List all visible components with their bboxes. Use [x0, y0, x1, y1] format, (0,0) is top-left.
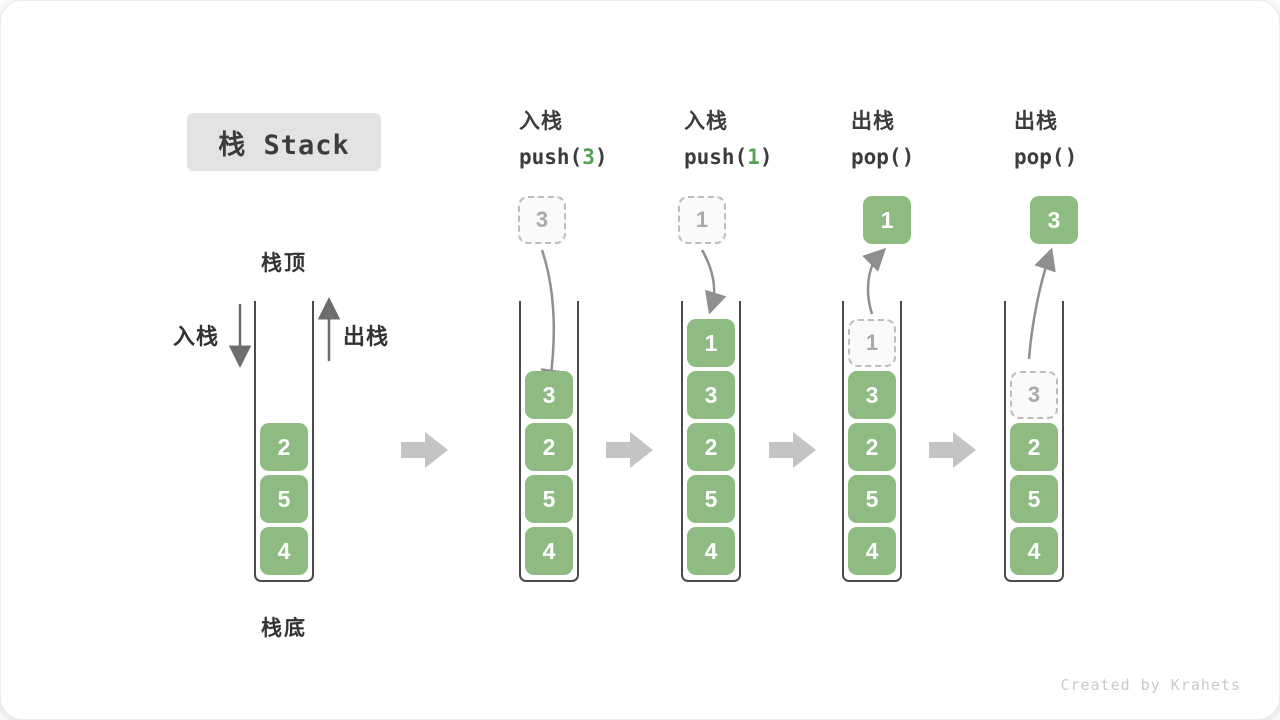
- floating-value-push3: 3: [518, 196, 566, 244]
- stage-header-label: 出栈: [1014, 110, 1058, 133]
- push-arg: 3: [582, 145, 595, 169]
- stage-header-label: 入栈: [519, 110, 563, 133]
- stage-transition-arrow-icon: [606, 432, 653, 468]
- stage-header-code: push(1): [684, 145, 773, 169]
- push1-curved-arrow-icon: [700, 249, 727, 315]
- stack-top-label: 栈顶: [261, 252, 307, 275]
- stage-header-label: 出栈: [851, 110, 895, 133]
- stack-cell: 4: [687, 527, 735, 575]
- stack-cell: 2: [1010, 423, 1058, 471]
- ghost-cell: 1: [848, 319, 896, 367]
- stack-cell: 2: [260, 423, 308, 471]
- stack-cell: 2: [525, 423, 573, 471]
- stack-cell: 4: [525, 527, 573, 575]
- stack-cell: 2: [687, 423, 735, 471]
- stack-container-push3: 3 2 5 4: [519, 301, 579, 582]
- stack-cell: 4: [848, 527, 896, 575]
- stage-header-push3: 入栈 push(3): [519, 109, 669, 170]
- stack-cell: 3: [848, 371, 896, 419]
- stack-cell: 5: [260, 475, 308, 523]
- popped-value-1: 1: [863, 196, 911, 244]
- stack-cell: 5: [687, 475, 735, 523]
- stage-header-label: 入栈: [684, 110, 728, 133]
- stage-transition-arrow-icon: [401, 432, 448, 468]
- ghost-cell: 3: [1010, 371, 1058, 419]
- floating-value-push1: 1: [678, 196, 726, 244]
- pop-label: 出栈: [343, 324, 390, 349]
- stack-container-push1: 1 3 2 5 4: [681, 301, 741, 582]
- stack-cell: 2: [848, 423, 896, 471]
- push-arg: 1: [747, 145, 760, 169]
- stack-container-pop1: 1 3 2 5 4: [842, 301, 902, 582]
- popped-value-3: 3: [1030, 196, 1078, 244]
- diagram-title: 栈 Stack: [187, 113, 381, 171]
- stage-header-code: pop(): [851, 145, 915, 169]
- stage-header-push1: 入栈 push(1): [684, 109, 834, 170]
- stack-cell: 3: [525, 371, 573, 419]
- push-label: 入栈: [173, 324, 220, 349]
- stage-transition-arrow-icon: [929, 432, 976, 468]
- stack-cell: 3: [687, 371, 735, 419]
- stage-header-code: push(3): [519, 145, 608, 169]
- stage-header-pop3: 出栈 pop(): [1014, 109, 1164, 170]
- stack-cell: 5: [1010, 475, 1058, 523]
- stage-header-pop1: 出栈 pop(): [851, 109, 1001, 170]
- watermark: Created by Krahets: [1060, 676, 1241, 694]
- stack-cell: 5: [525, 475, 573, 523]
- stack-cell: 1: [687, 319, 735, 367]
- stack-container-initial: 2 5 4: [254, 301, 314, 582]
- stage-header-code: pop(): [1014, 145, 1078, 169]
- stack-cell: 4: [260, 527, 308, 575]
- stage-transition-arrow-icon: [769, 432, 816, 468]
- stack-cell: 5: [848, 475, 896, 523]
- stack-cell: 4: [1010, 527, 1058, 575]
- stack-container-pop3: 3 2 5 4: [1004, 301, 1064, 582]
- stack-bottom-label: 栈底: [261, 617, 307, 640]
